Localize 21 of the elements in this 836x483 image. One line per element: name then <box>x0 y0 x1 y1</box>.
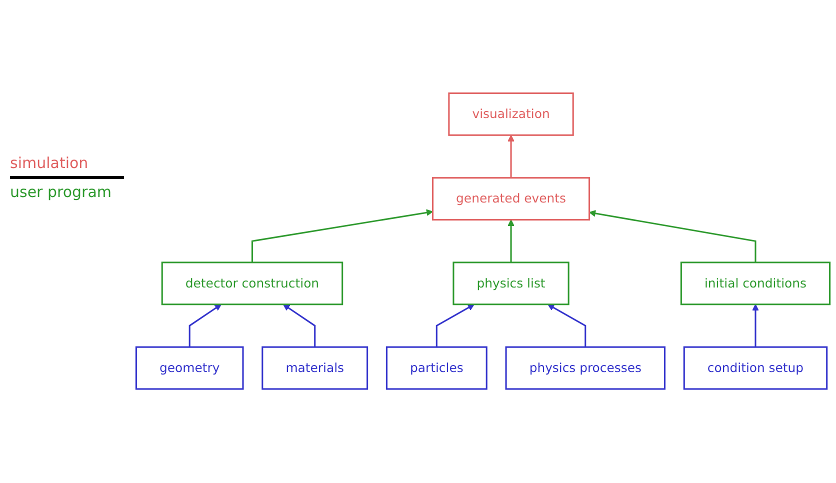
arrow <box>188 304 222 348</box>
arrow <box>548 304 586 348</box>
node-box: particles <box>386 346 488 390</box>
node-box: condition setup <box>683 346 828 390</box>
node-box: geometry <box>135 346 244 390</box>
node-box: physics processes <box>505 346 666 390</box>
arrow <box>752 304 759 348</box>
node-box: initial conditions <box>680 262 831 306</box>
node-box: detector construction <box>161 262 344 306</box>
arrow <box>282 304 316 348</box>
node-box: generated events <box>432 177 590 221</box>
arrow <box>588 210 756 263</box>
node-box: visualization <box>448 92 574 136</box>
arrow <box>508 135 514 178</box>
layer-label: user program <box>10 183 113 201</box>
arrow <box>436 304 474 348</box>
layer-label: simulation <box>10 154 90 172</box>
arrow <box>251 210 434 263</box>
node-box: materials <box>262 346 368 390</box>
node-box: physics list <box>452 262 570 306</box>
arrow <box>508 220 514 263</box>
